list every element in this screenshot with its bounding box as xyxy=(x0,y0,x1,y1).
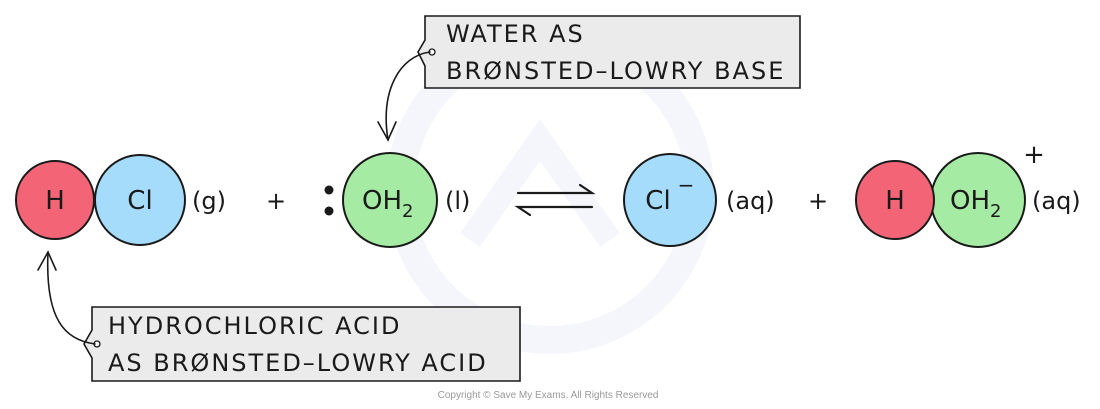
hydrogen-symbol: H xyxy=(45,186,65,216)
plus-sign: + xyxy=(266,187,286,215)
hydrogen-symbol: H xyxy=(885,186,905,216)
label-line: WATER AS xyxy=(446,20,585,48)
label-line: AS BRØNSTED–LOWRY ACID xyxy=(108,349,488,377)
equilibrium-arrows xyxy=(514,183,596,217)
acid-label: HYDROCHLORIC ACID AS BRØNSTED–LOWRY ACID xyxy=(83,306,521,382)
hcl-state: (g) xyxy=(192,187,226,215)
water-base-label: WATER AS BRØNSTED–LOWRY BASE xyxy=(417,15,801,89)
oxygen-atom xyxy=(342,152,438,248)
water-pointer-arrow xyxy=(377,51,431,142)
label-box xyxy=(83,306,521,382)
chloride-state: (aq) xyxy=(726,187,775,215)
oxygen-symbol: OH2 xyxy=(950,186,1001,222)
label-line: BRØNSTED–LOWRY BASE xyxy=(446,57,785,85)
hydrogen-atom xyxy=(855,160,935,240)
water-state: (l) xyxy=(445,187,470,215)
label-line: HYDROCHLORIC ACID xyxy=(108,312,401,340)
plus-sign: + xyxy=(808,187,828,215)
chlorine-atom xyxy=(623,153,717,247)
chlorine-symbol: Cl xyxy=(127,186,152,216)
hcl-molecule: H Cl xyxy=(15,154,186,246)
hydrogen-atom xyxy=(15,160,95,240)
chloride-symbol: Cl xyxy=(645,186,670,216)
hydronium-ion: H OH2 xyxy=(855,152,1026,248)
oxygen-symbol: OH2 xyxy=(362,186,413,222)
water-molecule: OH2 xyxy=(342,152,438,248)
lone-pair-dots xyxy=(324,185,334,216)
hydronium-charge: + xyxy=(1023,140,1045,170)
label-box xyxy=(417,15,801,89)
chloride-charge: − xyxy=(678,173,695,197)
hydronium-state: (aq) xyxy=(1032,187,1081,215)
copyright-text: Copyright © Save My Exams. All Rights Re… xyxy=(438,390,659,401)
acid-pointer-arrow xyxy=(37,250,96,345)
chloride-ion: Cl − xyxy=(623,153,717,247)
